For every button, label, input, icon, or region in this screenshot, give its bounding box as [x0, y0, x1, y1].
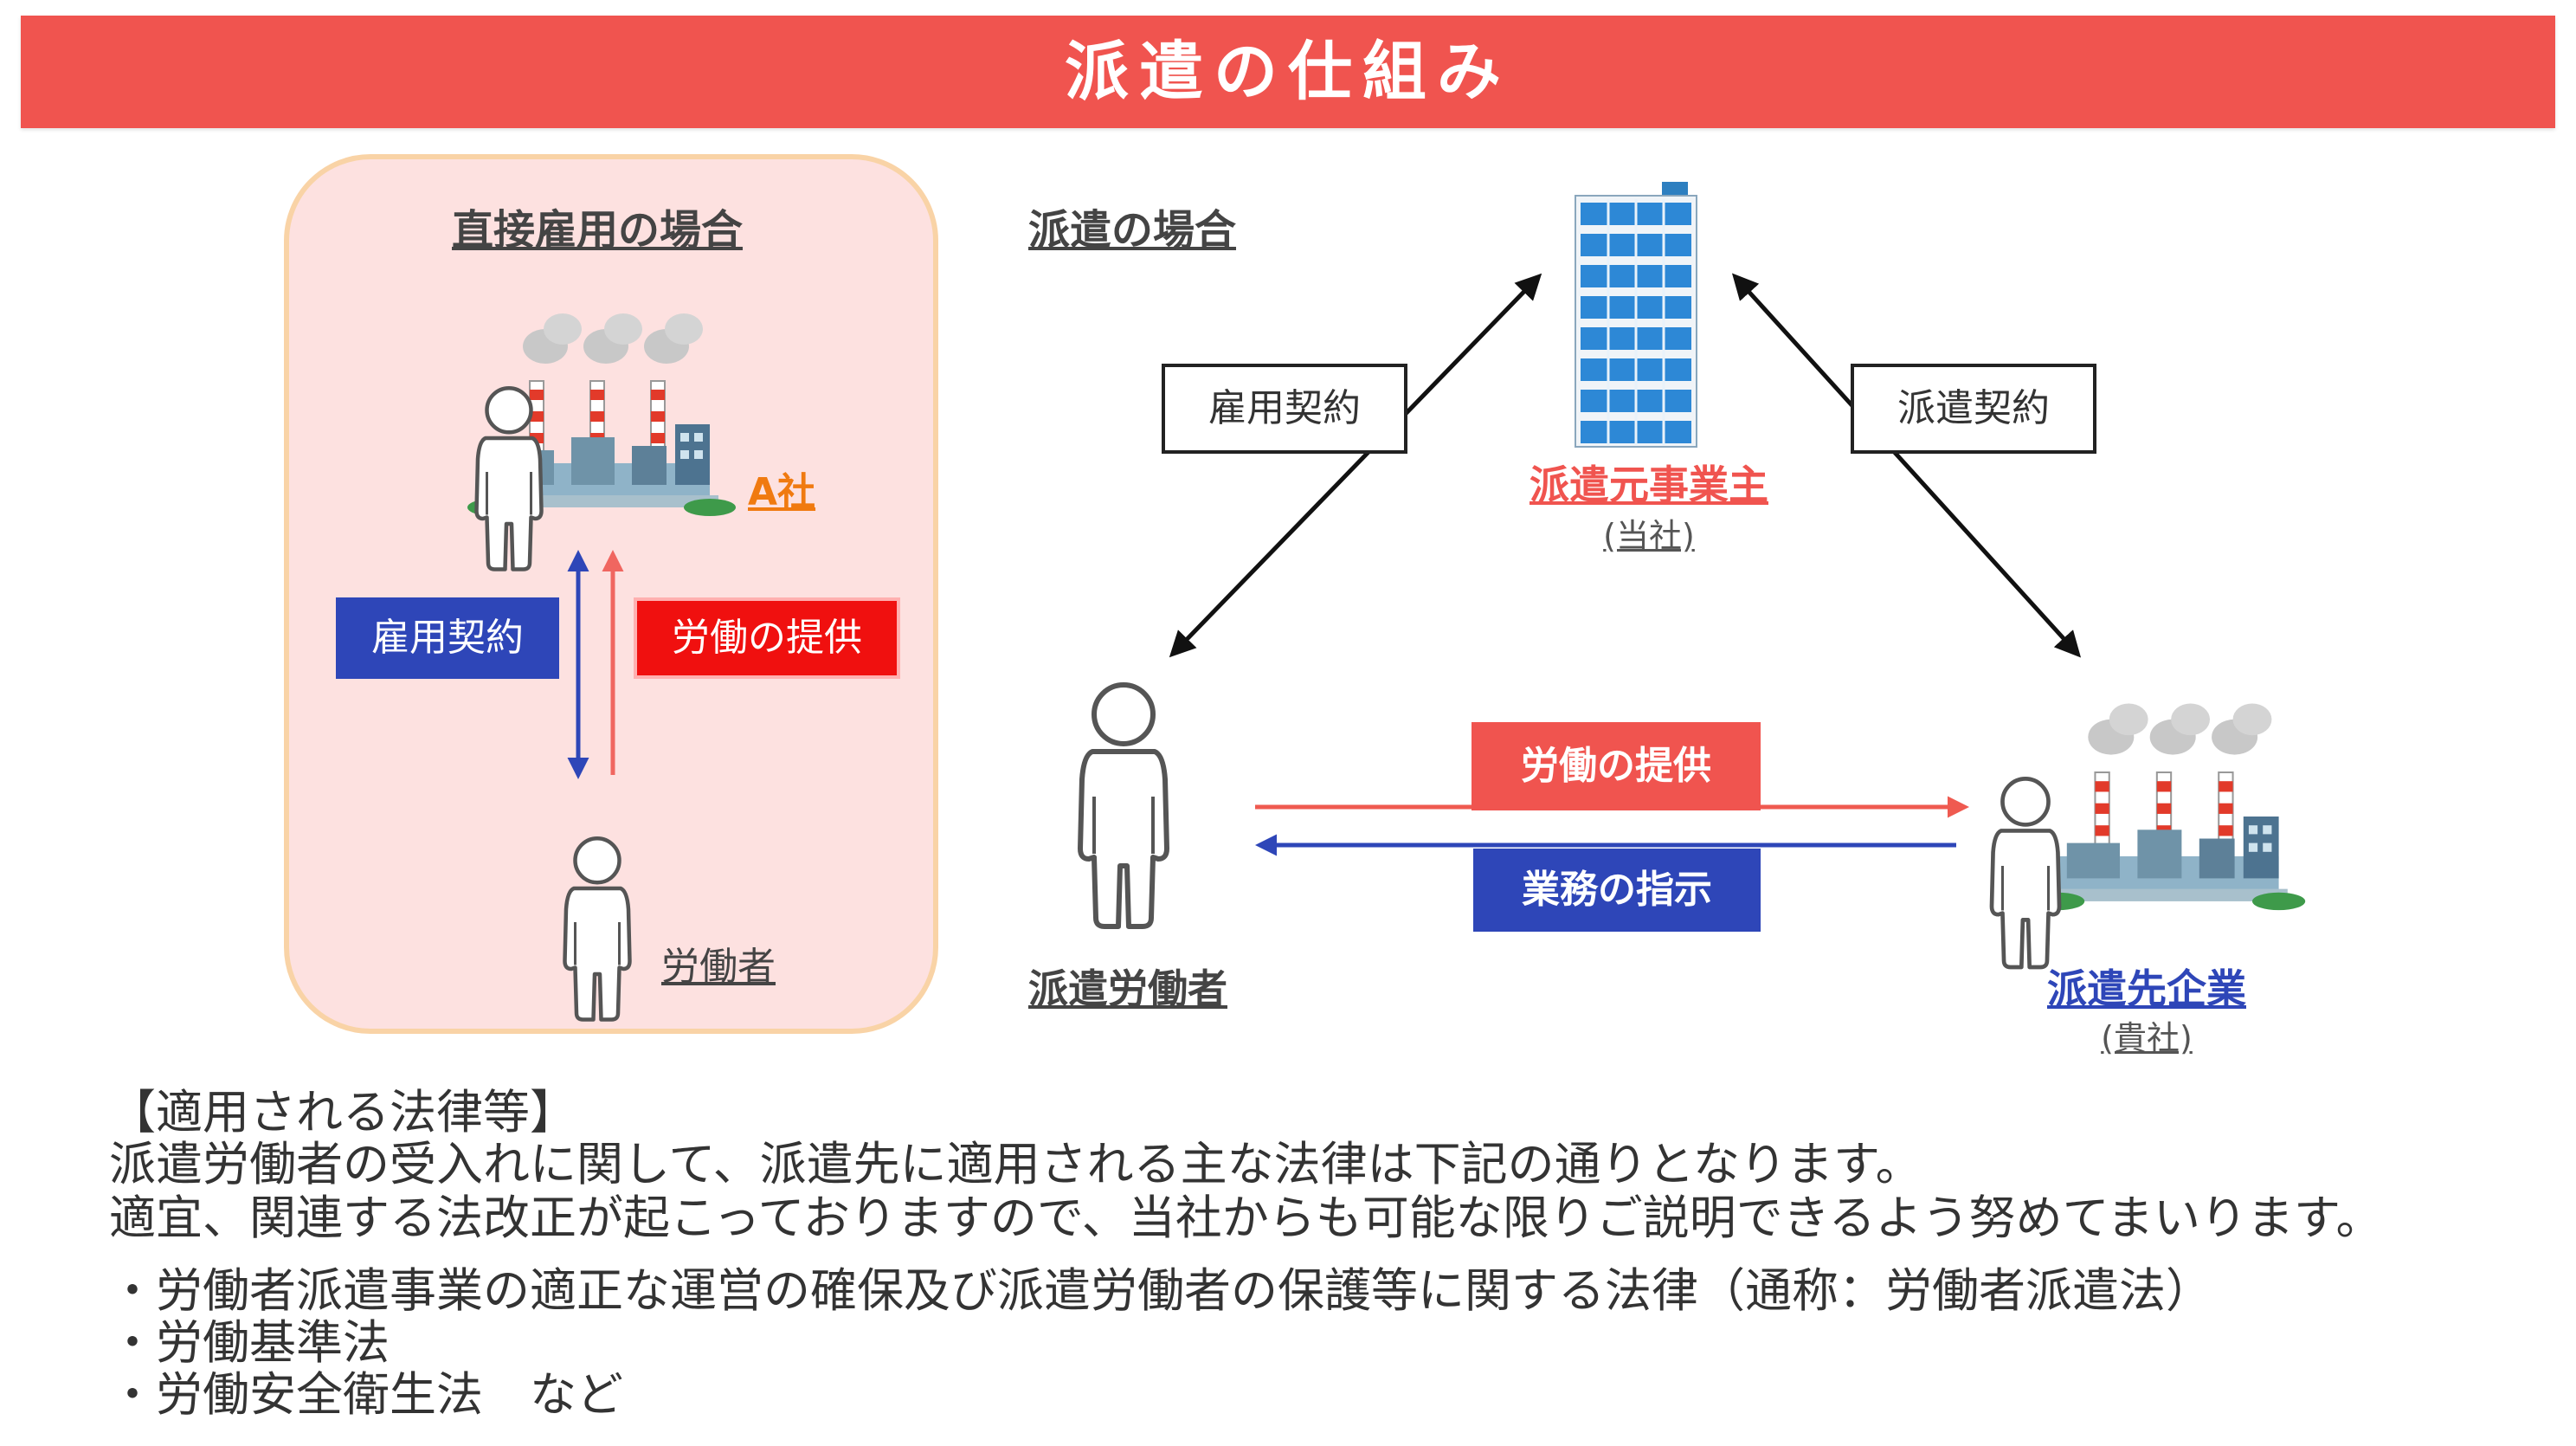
law-item-2: ・労働基準法: [109, 1315, 390, 1370]
client-note: (貴社): [2101, 1019, 2193, 1057]
law-item-3: ・労働安全衛生法 など: [109, 1367, 623, 1422]
person-icon-a-company: [477, 388, 542, 569]
page-title: 派遣の仕組み: [1065, 35, 1511, 109]
labor-provision-label: 労働の提供: [1472, 722, 1761, 810]
laws-intro-line-1: 派遣労働者の受入れに関して、派遣先に適用される主な法律は下記の通りとなります。: [109, 1137, 1922, 1191]
agency-note: (当社): [1603, 517, 1695, 555]
person-icon-dispatch-worker: [1080, 685, 1167, 926]
company-a-label: A社: [748, 470, 816, 514]
arrow-dispatch-contract: [1731, 273, 2082, 658]
person-icon-worker: [565, 838, 630, 1019]
direct-employment-heading: 直接雇用の場合: [452, 206, 744, 255]
employment-contract-label: 雇用契約: [336, 597, 559, 679]
worker-label: 労働者: [661, 945, 776, 989]
dispatch-contract-box: 派遣契約: [1851, 364, 2096, 454]
arrow-employment-contract-dispatch: [1169, 273, 1542, 658]
employment-contract-box: 雇用契約: [1162, 364, 1407, 454]
person-icon-client: [1992, 778, 2059, 967]
factory-icon-client: [2030, 702, 2307, 912]
title-bar: 派遣の仕組み: [21, 16, 2555, 128]
laws-intro-line-2: 適宜、関連する法改正が起こっておりますので、当社からも可能な限りご説明できるよう…: [109, 1191, 2383, 1245]
agency-name: 派遣元事業主: [1530, 462, 1768, 508]
dispatch-worker-name: 派遣労働者: [1028, 965, 1227, 1012]
work-instruction-label: 業務の指示: [1473, 849, 1761, 932]
laws-heading: 【適用される法律等】: [109, 1085, 576, 1139]
office-building-icon: [1575, 182, 1697, 448]
dispatch-heading: 派遣の場合: [1028, 206, 1237, 255]
law-item-1: ・労働者派遣事業の適正な運営の確保及び派遣労働者の保護等に関する法律（通称：労働…: [109, 1263, 2212, 1318]
labor-provision-label-direct: 労働の提供: [634, 597, 900, 679]
client-name: 派遣先企業: [2047, 965, 2246, 1012]
